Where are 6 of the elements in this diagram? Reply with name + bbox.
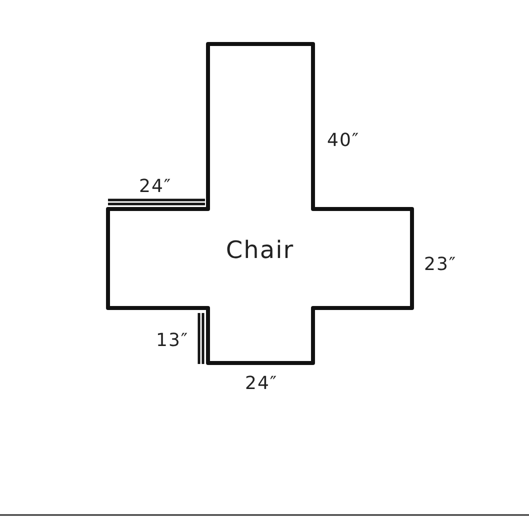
dimension-label: 24″ bbox=[139, 176, 172, 197]
shape-label: Chair bbox=[224, 236, 296, 264]
dimension-label: 40″ bbox=[327, 130, 360, 151]
dimension-label: 23″ bbox=[424, 254, 457, 275]
dimension-label: 24″ bbox=[245, 373, 278, 394]
dimension-label: 13″ bbox=[156, 330, 189, 351]
